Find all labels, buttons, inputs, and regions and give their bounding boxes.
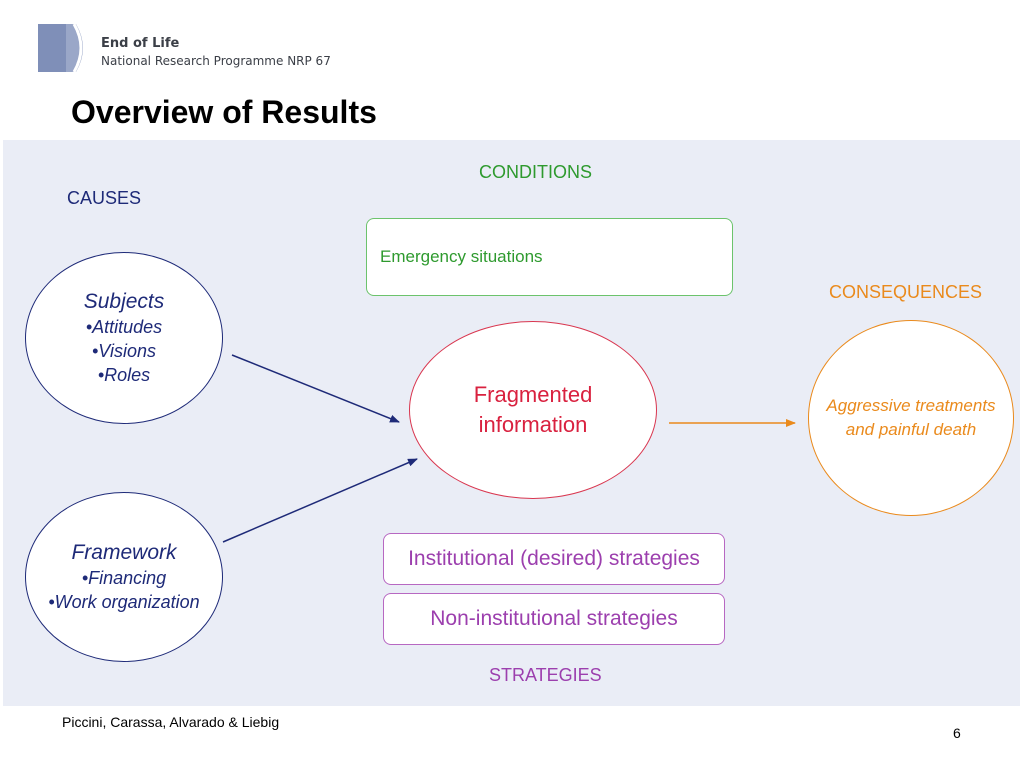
institutional-strategies-text: Institutional (desired) strategies [408, 547, 700, 570]
framework-title: Framework [71, 541, 177, 564]
arrow-framework-to-fragmented [222, 458, 418, 543]
subjects-item: •Roles [97, 365, 151, 385]
conditions-label: CONDITIONS [479, 162, 593, 182]
framework-item: •Financing [81, 568, 167, 588]
fragmented-text-line: Fragmented [473, 382, 593, 407]
subjects-node: Subjects •Attitudes •Visions •Roles [25, 252, 223, 424]
emergency-situations-box: Emergency situations [366, 218, 733, 296]
framework-item: •Work organization [48, 592, 200, 612]
fragmented-text-line: information [478, 412, 588, 437]
non-institutional-strategies-box: Non-institutional strategies [383, 593, 725, 645]
strategies-label: STRATEGIES [489, 665, 602, 685]
footer-authors: Piccini, Carassa, Alvarado & Liebig [62, 714, 280, 730]
consequence-text-line: and painful death [845, 420, 977, 439]
nrp-logo-icon [38, 24, 83, 72]
causes-label: CAUSES [67, 188, 142, 208]
subjects-item: •Visions [91, 341, 156, 361]
subjects-item: •Attitudes [85, 317, 163, 337]
diagram-arrows [222, 354, 796, 543]
fragmented-information-node: Fragmented information [409, 321, 657, 499]
subjects-title: Subjects [83, 290, 165, 313]
institutional-strategies-box: Institutional (desired) strategies [383, 533, 725, 585]
consequence-node: Aggressive treatments and painful death [808, 320, 1014, 516]
logo-title: End of Life [101, 36, 180, 51]
page-number: 6 [953, 725, 961, 741]
arrow-subjects-to-fragmented [231, 354, 400, 423]
nrp-logo: End of Life National Research Programme … [38, 24, 331, 74]
emergency-situations-text: Emergency situations [380, 247, 543, 266]
slide-title: Overview of Results [71, 94, 377, 130]
logo-subtitle: National Research Programme NRP 67 [101, 54, 331, 68]
diagram-panel: CAUSES CONDITIONS CONSEQUENCES STRATEGIE… [3, 140, 1020, 706]
framework-node: Framework •Financing •Work organization [25, 492, 223, 662]
consequence-text-line: Aggressive treatments [826, 396, 996, 415]
consequences-label: CONSEQUENCES [829, 282, 983, 302]
non-institutional-strategies-text: Non-institutional strategies [430, 607, 678, 630]
